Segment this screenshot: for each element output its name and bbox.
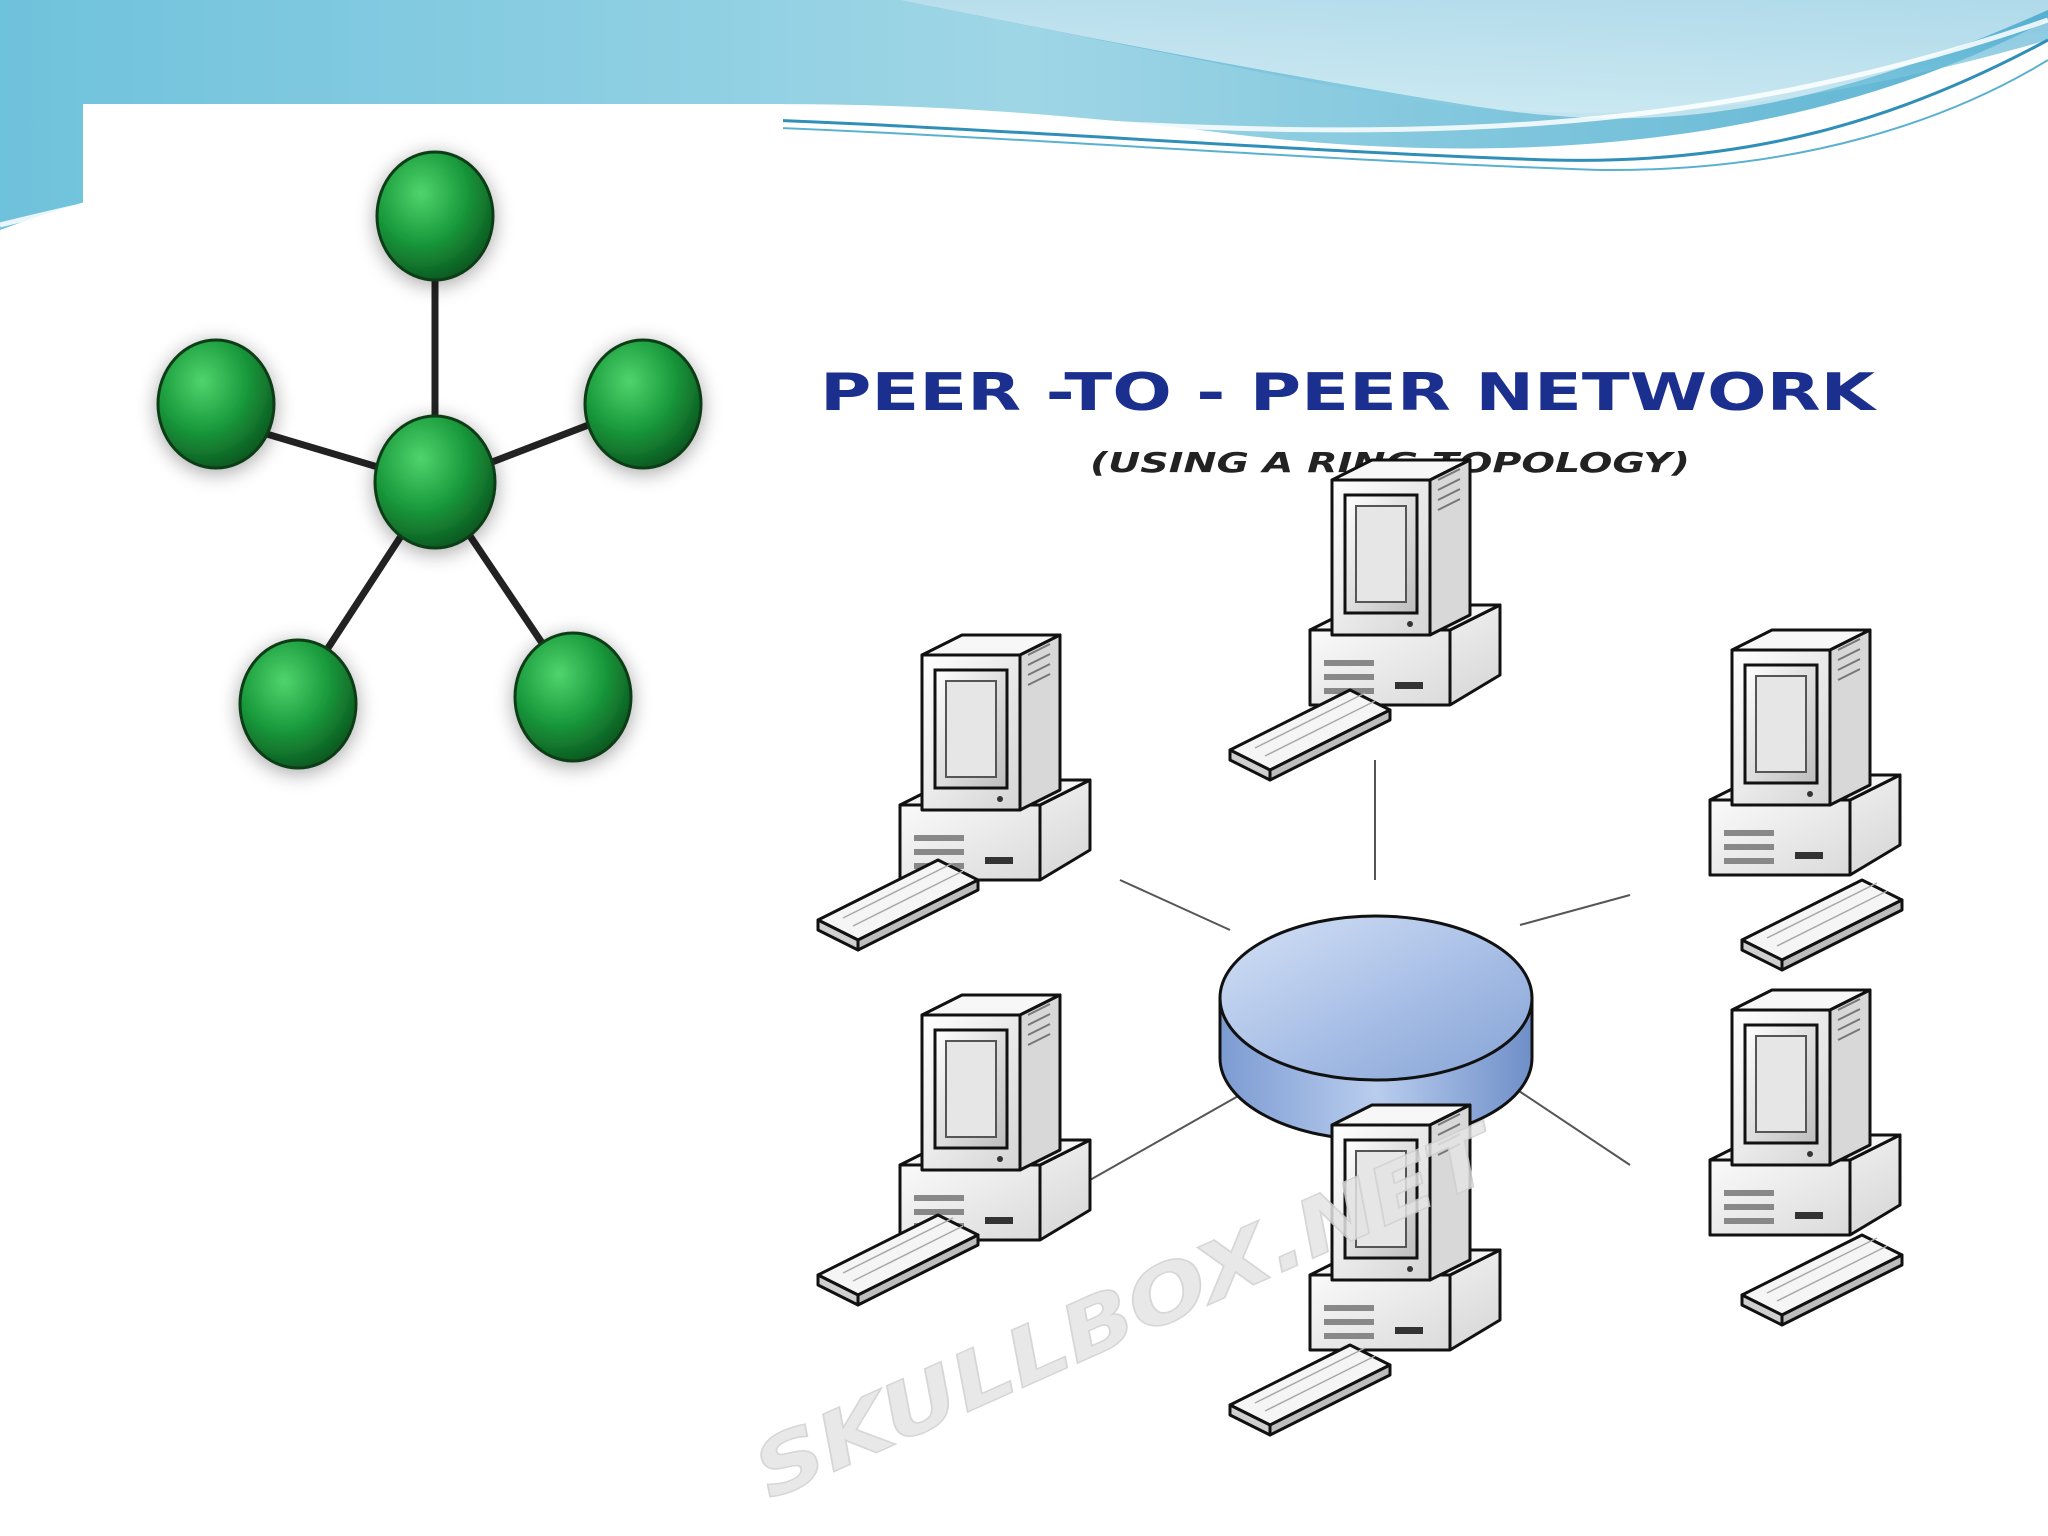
node-right: [583, 338, 703, 470]
diagram-title: PEER -TO - PEER NETWORK: [820, 363, 1877, 423]
wave-line-3: [699, 59, 2048, 172]
link-pc-lower-right: [1509, 1084, 1631, 1166]
peer-to-peer-panel: PEER -TO - PEER NETWORK (USING A RING TO…: [740, 340, 1950, 1536]
link-pc-lower-left: [1089, 1094, 1241, 1181]
star-nodes: [156, 150, 703, 770]
peer-to-peer-diagram: PEER -TO - PEER NETWORK (USING A RING TO…: [740, 363, 1904, 1518]
node-center: [373, 414, 497, 550]
node-top: [375, 150, 495, 282]
computer-lower-right: [1708, 988, 1904, 1327]
star-topology-panel: [83, 104, 783, 869]
ring-hub-top: [1218, 914, 1534, 1082]
computer-lower-left: [816, 993, 1092, 1307]
star-topology-diagram: [156, 150, 703, 770]
wave-highlight: [900, 0, 2048, 119]
network-links: [1089, 760, 1631, 1221]
header-wave-banner: [0, 0, 2048, 230]
node-bottom-right: [513, 631, 633, 763]
computer-top: [1228, 458, 1502, 782]
node-bottom-left: [238, 638, 358, 770]
wave-line-2: [599, 38, 2048, 162]
computer-upper-left: [816, 633, 1092, 952]
node-left: [156, 338, 276, 470]
computer-upper-right: [1708, 628, 1904, 972]
link-pc-upper-right: [1519, 894, 1631, 926]
link-pc-upper-left: [1119, 879, 1231, 931]
